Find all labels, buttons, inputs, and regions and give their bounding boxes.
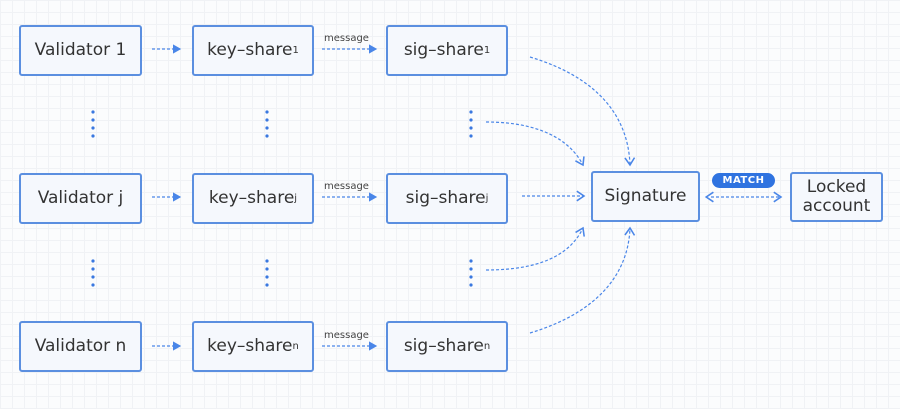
validator-label: Validator n xyxy=(34,336,127,356)
ellipsis-dots xyxy=(91,110,473,287)
message-label-1: message xyxy=(324,33,369,44)
match-badge: MATCH xyxy=(712,173,775,188)
sig-share-label: sig–share xyxy=(405,188,486,208)
signature-box: Signature xyxy=(591,171,700,222)
signature-label: Signature xyxy=(604,186,687,206)
curve-sn-sig xyxy=(529,226,636,334)
validator-n-box: Validator n xyxy=(19,321,142,372)
validator-label: Validator j xyxy=(37,188,124,208)
sig-share-sub: j xyxy=(485,193,489,204)
message-label-n: message xyxy=(324,330,369,341)
key-share-sub: n xyxy=(292,341,299,352)
validator-1-box: Validator 1 xyxy=(19,25,142,76)
key-share-label: key–share xyxy=(208,188,295,208)
key-share-label: key–share xyxy=(207,40,293,60)
locked-account-line1: Locked xyxy=(806,177,867,197)
key-share-sub: j xyxy=(294,193,298,204)
sig-share-sub: n xyxy=(483,341,491,352)
validator-j-box: Validator j xyxy=(19,173,142,224)
sig-share-sub: 1 xyxy=(483,45,491,56)
validator-label: Validator 1 xyxy=(34,40,127,60)
key-share-label: key–share xyxy=(207,336,293,356)
sig-share-label: sig–share xyxy=(403,40,484,60)
message-label-j: message xyxy=(324,181,369,192)
key-share-sub: 1 xyxy=(292,45,299,56)
curve-s1-sig xyxy=(529,56,636,167)
locked-account-line2: account xyxy=(802,196,871,216)
curve-dots2-sig xyxy=(485,226,585,271)
sig-share-label: sig–share xyxy=(403,336,484,356)
curve-dots1-sig xyxy=(485,121,585,167)
